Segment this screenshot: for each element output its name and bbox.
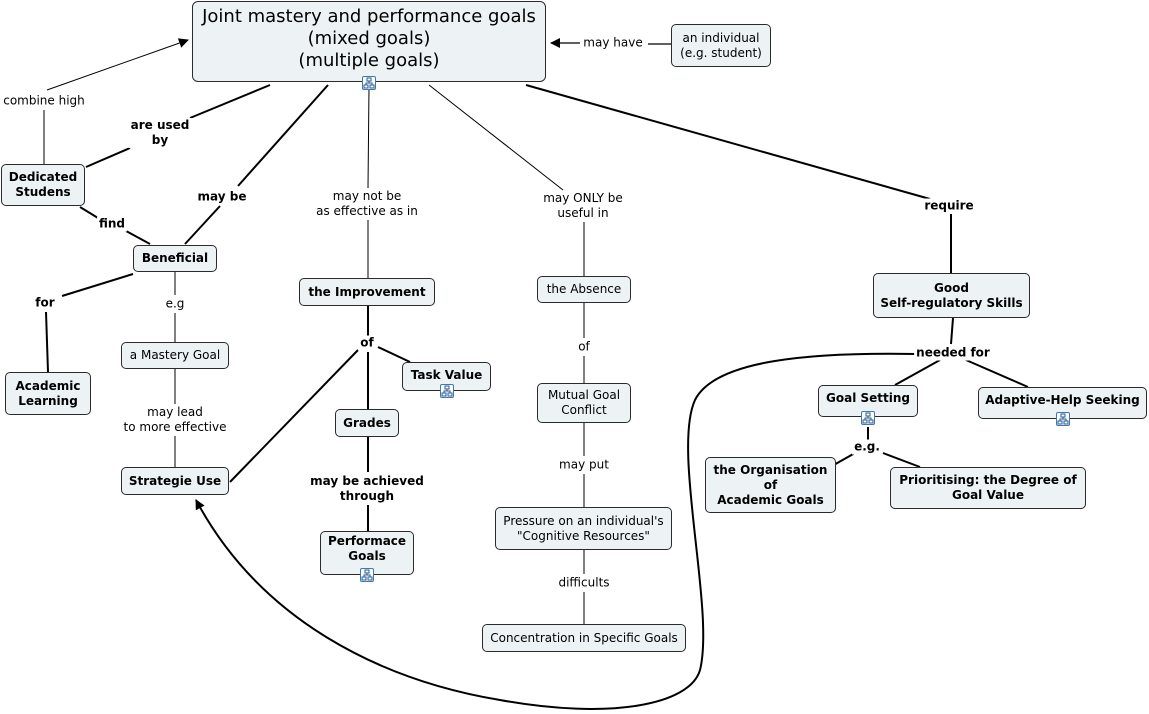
link-may-only-be: may ONLY be useful in <box>541 191 625 221</box>
concept-organisation-academic-goals[interactable]: the Organisation of Academic Goals <box>705 457 836 513</box>
concept-map-submap-icon[interactable] <box>362 76 376 90</box>
concept-dedicated-studens[interactable]: Dedicated Studens <box>1 164 85 206</box>
concept-an-individual[interactable]: an individual (e.g. student) <box>671 24 771 67</box>
concept-map-submap-icon[interactable] <box>440 384 454 398</box>
concept-the-improvement[interactable]: the Improvement <box>299 278 435 306</box>
line-dedicated-to-find <box>79 206 99 219</box>
link-require: require <box>922 198 976 214</box>
line-root-to-may-be <box>237 84 329 187</box>
link-difficults: difficults <box>556 575 612 591</box>
link-may-put: may put <box>557 457 611 473</box>
link-of-improvement: of <box>358 335 376 351</box>
line-combine-high-to-root <box>46 38 189 91</box>
concept-performace-goals[interactable]: Performace Goals <box>320 531 414 575</box>
link-eg-goal-setting: e.g. <box>852 439 882 455</box>
concept-mutual-goal-conflict[interactable]: Mutual Goal Conflict <box>537 383 631 423</box>
concept-adaptive-help-seeking[interactable]: Adaptive-Help Seeking <box>978 387 1147 419</box>
link-may-be: may be <box>195 189 249 205</box>
link-may-be-achieved: may be achieved through <box>308 474 426 504</box>
link-of-absence: of <box>576 339 592 355</box>
line-needed-for-to-adaptive <box>965 359 1029 388</box>
line-beneficial-to-for <box>61 273 134 297</box>
link-may-lead: may lead to more effective <box>121 405 229 435</box>
line-good-skills-to-needed-for <box>950 317 954 345</box>
concept-joint-mastery-performance-goals[interactable]: Joint mastery and performance goals (mix… <box>192 1 546 82</box>
link-needed-for: needed for <box>914 345 992 361</box>
link-are-used-by: are used by <box>128 118 192 148</box>
link-for: for <box>33 295 57 311</box>
line-needed-for-to-goal-setting <box>894 359 941 386</box>
concept-strategie-use[interactable]: Strategie Use <box>121 467 229 495</box>
concept-map-submap-icon[interactable] <box>1056 412 1070 426</box>
line-of-to-strategie <box>229 349 359 483</box>
concept-beneficial[interactable]: Beneficial <box>133 245 217 272</box>
concept-pressure-cognitive-resources[interactable]: Pressure on an individual's "Cognitive R… <box>495 507 672 550</box>
line-for-to-academic <box>45 311 49 373</box>
link-combine-high: combine high <box>1 93 87 109</box>
line-are-used-by-to-dedicated <box>85 147 131 168</box>
concept-good-self-regulatory-skills[interactable]: Good Self-regulatory Skills <box>873 273 1030 318</box>
link-find: find <box>96 216 128 232</box>
concept-prioritising-goal-value[interactable]: Prioritising: the Degree of Goal Value <box>890 467 1086 509</box>
concept-academic-learning[interactable]: Academic Learning <box>5 372 91 415</box>
line-root-to-are-used-by <box>189 84 271 119</box>
line-root-to-may-only-be <box>428 84 564 191</box>
line-root-to-require <box>525 84 931 200</box>
concept-map-submap-icon[interactable] <box>861 411 875 425</box>
concept-mastery-goal[interactable]: a Mastery Goal <box>121 342 229 369</box>
line-eg-to-prioritising <box>882 452 921 468</box>
line-of-to-task-value <box>377 346 411 363</box>
link-eg-beneficial: e.g <box>163 296 187 312</box>
line-find-to-beneficial <box>125 230 151 245</box>
concept-the-absence[interactable]: the Absence <box>537 276 631 303</box>
link-may-have: may have <box>581 35 645 51</box>
link-may-not-be: may not be as effective as in <box>314 189 420 219</box>
line-may-be-to-beneficial <box>184 205 221 245</box>
concept-grades[interactable]: Grades <box>335 409 399 437</box>
concept-concentration-specific-goals[interactable]: Concentration in Specific Goals <box>482 624 686 652</box>
concept-map-submap-icon[interactable] <box>360 568 374 582</box>
line-root-to-may-not-be <box>367 85 370 189</box>
curve-needed-for-to-strategie <box>195 352 918 710</box>
